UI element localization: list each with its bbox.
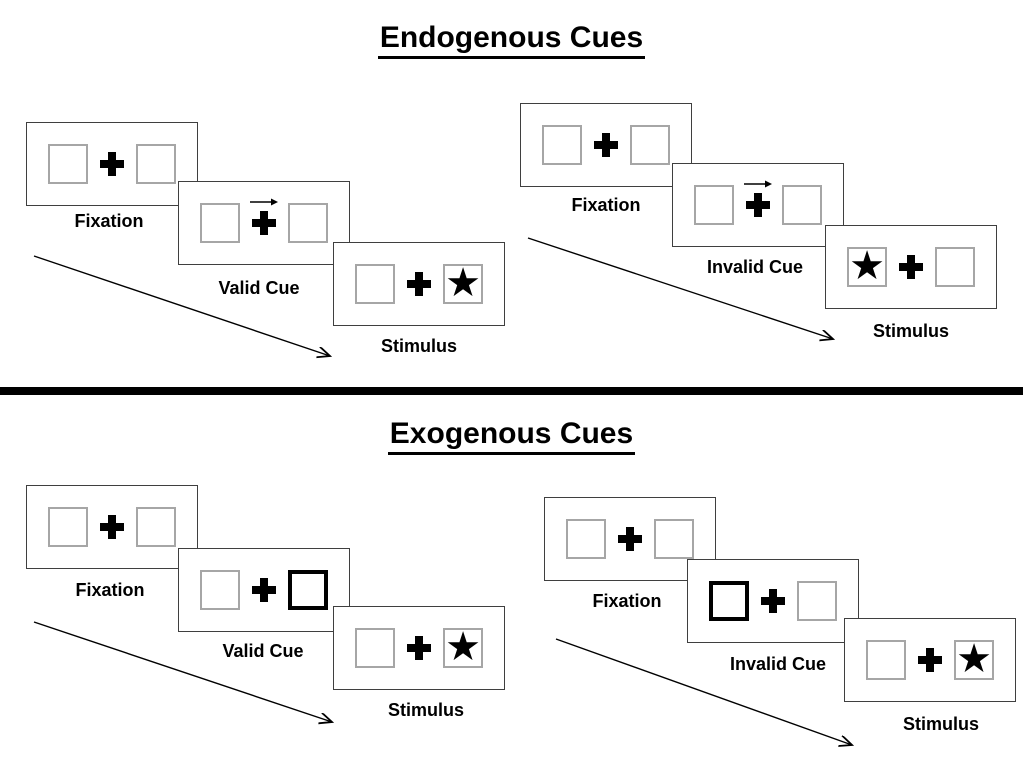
invalid-cue-panel: ★ ★ xyxy=(672,163,844,247)
section-divider xyxy=(0,387,1023,395)
stage-label-stimulus: Stimulus xyxy=(902,714,980,734)
left-box: ★ xyxy=(709,581,749,621)
right-box: ★ xyxy=(136,144,176,184)
right-box: ★ xyxy=(630,125,670,165)
cue-arrow-icon xyxy=(250,198,278,206)
left-box: ★ xyxy=(48,144,88,184)
timeline-arrow-endogenous-valid xyxy=(33,255,330,356)
stimulus-panel: ★ ★ xyxy=(333,606,505,690)
right-box: ★ xyxy=(288,570,328,610)
fixation-cross-icon xyxy=(618,527,642,551)
stage-label-fixation: Fixation xyxy=(571,195,641,215)
left-box: ★ xyxy=(48,507,88,547)
stage-label-valid-cue: Valid Cue xyxy=(218,278,300,298)
right-box: ★ xyxy=(288,203,328,243)
section-title-exogenous: Exogenous Cues xyxy=(0,418,1023,455)
star-icon: ★ xyxy=(445,264,481,304)
stage-label-stimulus: Stimulus xyxy=(387,700,465,720)
stimulus-panel: ★ ★ xyxy=(333,242,505,326)
left-box: ★ xyxy=(866,640,906,680)
left-box: ★ xyxy=(542,125,582,165)
right-box: ★ xyxy=(797,581,837,621)
invalid-cue-panel: ★ ★ xyxy=(687,559,859,643)
right-box: ★ xyxy=(443,264,483,304)
right-box: ★ xyxy=(443,628,483,668)
fixation-panel: ★ ★ xyxy=(520,103,692,187)
section-title-endogenous: Endogenous Cues xyxy=(0,22,1023,59)
fixation-cross-icon xyxy=(407,272,431,296)
fixation-panel: ★ ★ xyxy=(26,122,198,206)
stage-label-invalid-cue: Invalid Cue xyxy=(706,257,804,277)
fixation-panel: ★ ★ xyxy=(26,485,198,569)
left-box: ★ xyxy=(200,203,240,243)
fixation-cross-icon xyxy=(899,255,923,279)
stage-label-valid-cue: Valid Cue xyxy=(222,641,304,661)
stage-label-invalid-cue: Invalid Cue xyxy=(729,654,827,674)
left-box: ★ xyxy=(355,628,395,668)
star-icon: ★ xyxy=(849,247,885,287)
left-box: ★ xyxy=(566,519,606,559)
fixation-cross-icon xyxy=(407,636,431,660)
star-icon: ★ xyxy=(445,628,481,668)
right-box: ★ xyxy=(782,185,822,225)
stimulus-panel: ★ ★ xyxy=(844,618,1016,702)
fixation-cross-icon xyxy=(100,515,124,539)
fixation-cross-icon xyxy=(594,133,618,157)
right-box: ★ xyxy=(136,507,176,547)
cue-arrow-icon xyxy=(744,180,772,188)
fixation-cross-icon xyxy=(918,648,942,672)
valid-cue-panel: ★ ★ xyxy=(178,181,350,265)
stage-label-fixation: Fixation xyxy=(74,211,144,231)
left-box: ★ xyxy=(694,185,734,225)
stage-label-stimulus: Stimulus xyxy=(380,336,458,356)
timeline-arrow-endogenous-invalid xyxy=(527,237,833,339)
right-box: ★ xyxy=(954,640,994,680)
section-title-text: Endogenous Cues xyxy=(377,22,646,59)
fixation-cross-icon xyxy=(100,152,124,176)
left-box: ★ xyxy=(355,264,395,304)
fixation-cross-icon xyxy=(252,578,276,602)
star-icon: ★ xyxy=(956,640,992,680)
fixation-cross-icon xyxy=(746,193,770,217)
left-box: ★ xyxy=(200,570,240,610)
stage-label-fixation: Fixation xyxy=(75,580,145,600)
stage-label-stimulus: Stimulus xyxy=(872,321,950,341)
right-box: ★ xyxy=(654,519,694,559)
right-box: ★ xyxy=(935,247,975,287)
stage-label-fixation: Fixation xyxy=(592,591,662,611)
left-box: ★ xyxy=(847,247,887,287)
timeline-arrow-exogenous-valid xyxy=(33,621,332,722)
section-title-text: Exogenous Cues xyxy=(387,418,636,455)
valid-cue-panel: ★ ★ xyxy=(178,548,350,632)
fixation-cross-icon xyxy=(761,589,785,613)
fixation-cross-icon xyxy=(252,211,276,235)
stimulus-panel: ★ ★ xyxy=(825,225,997,309)
